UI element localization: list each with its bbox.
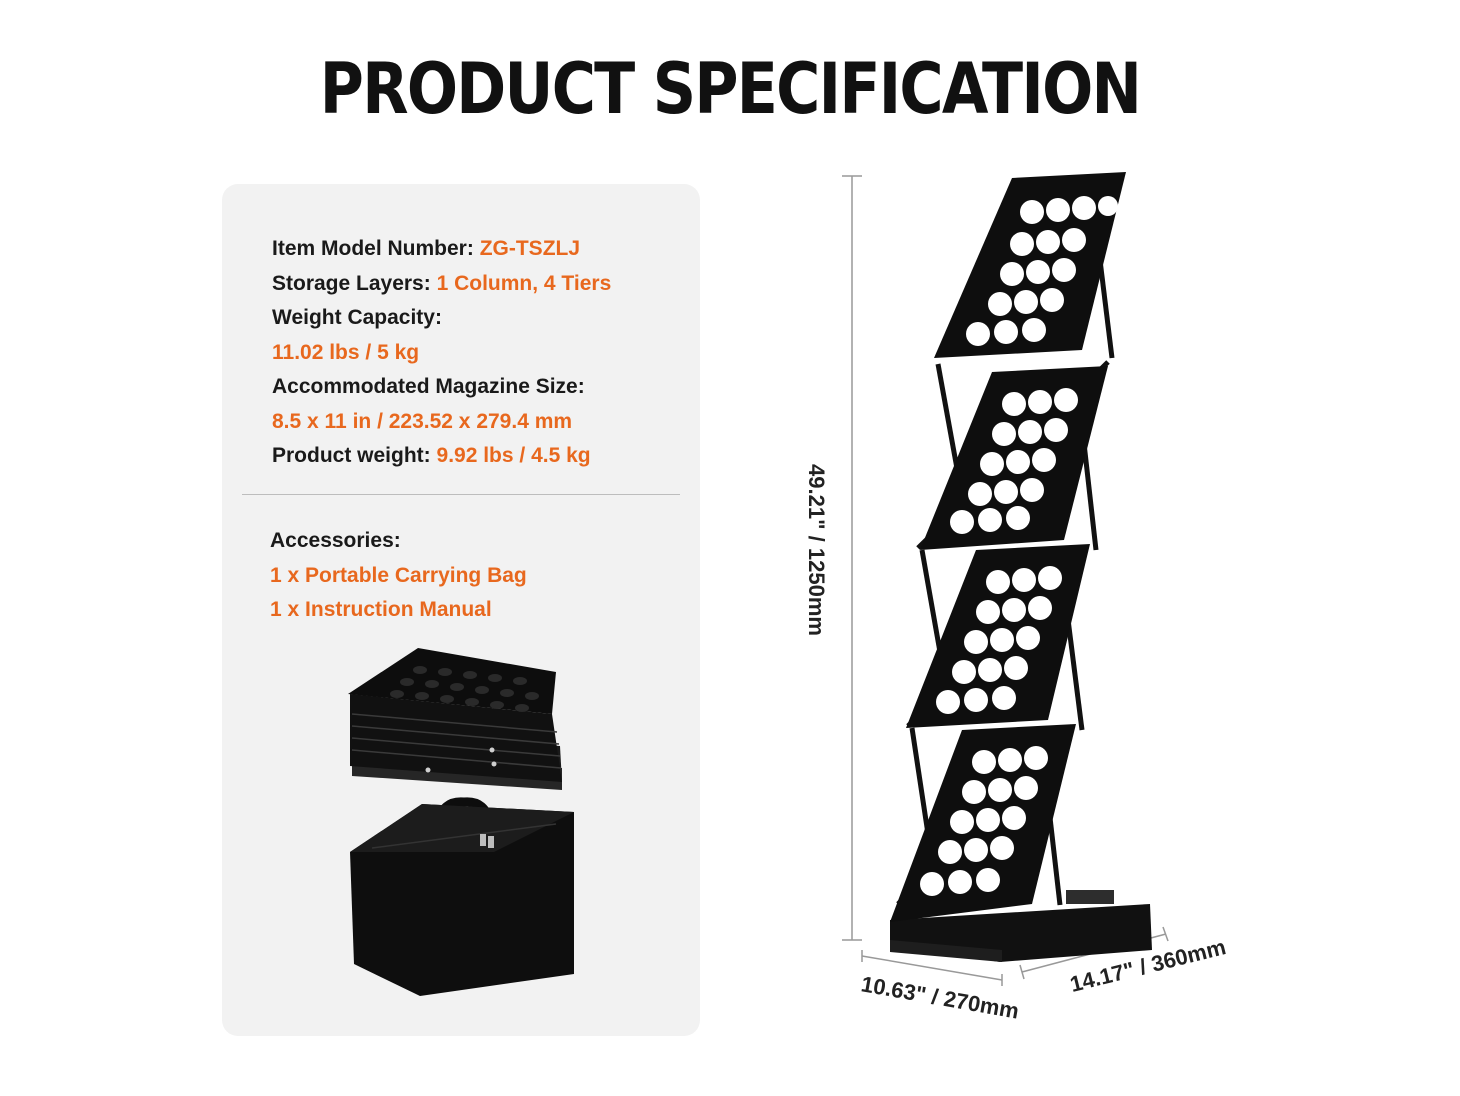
divider xyxy=(242,494,680,495)
carrying-bag-image xyxy=(350,797,574,996)
accessory-item-manual: 1 x Instruction Manual xyxy=(270,598,492,621)
spec-magazine-label: Accommodated Magazine Size: xyxy=(272,375,585,398)
spec-magazine-value: 8.5 x 11 in / 223.52 x 279.4 mm xyxy=(272,409,573,433)
rack-tier-4 xyxy=(890,724,1076,922)
rack-base xyxy=(890,890,1152,962)
accessories-list: Accessories: 1 x Portable Carrying Bag 1… xyxy=(270,524,690,628)
dimension-width-label: 10.63" / 270mm xyxy=(859,971,1021,1024)
dimension-depth-label: 14.17" / 360mm xyxy=(1067,934,1229,997)
spec-layers: Storage Layers: 1 Column, 4 Tiers xyxy=(272,267,692,302)
spec-weight-value: 9.92 lbs / 4.5 kg xyxy=(436,444,591,467)
spec-model-value: ZG-TSZLJ xyxy=(479,237,581,260)
rack-tier-1 xyxy=(934,172,1126,358)
spec-capacity-value: 11.02 lbs / 5 kg xyxy=(272,340,420,364)
spec-model: Item Model Number: ZG-TSZLJ xyxy=(272,232,692,267)
accessories-label: Accessories: xyxy=(270,529,401,552)
spec-layers-label: Storage Layers: xyxy=(272,271,431,295)
spec-layers-value: 1 Column, 4 Tiers xyxy=(436,271,612,295)
folded-stand-image xyxy=(348,648,562,790)
spec-model-label: Item Model Number: xyxy=(272,237,474,260)
folded-stand-and-bag-image xyxy=(348,648,574,996)
spec-weight: Product weight: 9.92 lbs / 4.5 kg xyxy=(272,439,692,474)
rack-tier-3 xyxy=(906,544,1090,728)
accessory-item-bag: 1 x Portable Carrying Bag xyxy=(270,563,527,587)
dimension-lines xyxy=(842,175,1169,986)
spec-panel: Item Model Number: ZG-TSZLJ Storage Laye… xyxy=(222,184,700,1036)
spec-weight-label: Product weight: xyxy=(272,444,431,467)
rack-tier-2 xyxy=(920,366,1108,550)
spec-capacity-label: Weight Capacity: xyxy=(272,306,442,329)
page-title: PRODUCT SPECIFICATION xyxy=(319,48,1142,130)
rack-frame xyxy=(896,259,1115,906)
dimension-height-label: 49.21" / 1250mm xyxy=(804,464,829,636)
spec-list: Item Model Number: ZG-TSZLJ Storage Laye… xyxy=(272,232,692,474)
